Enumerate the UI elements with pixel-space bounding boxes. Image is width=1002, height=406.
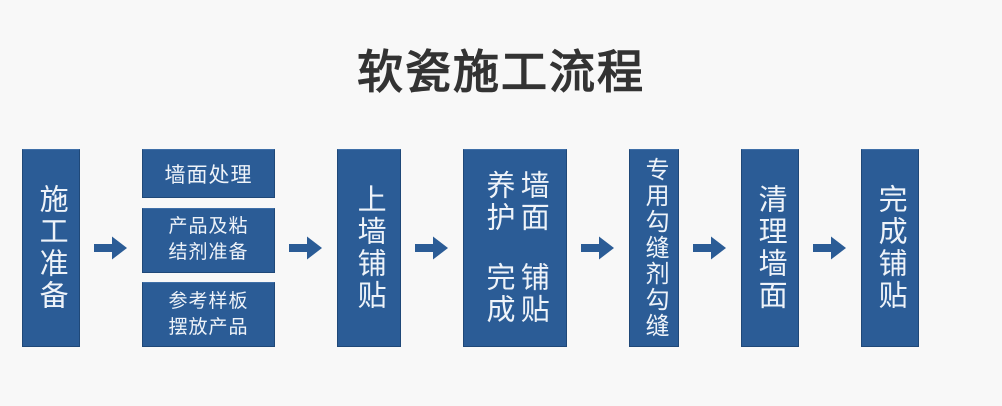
step-group-preparation-details: 墙面处理 产品及粘 结剂准备 参考样板 摆放产品	[142, 149, 275, 347]
arrow-right-icon-5	[689, 233, 731, 263]
sub-step-wall-surface-treatment[interactable]: 墙面处理	[142, 149, 275, 198]
sub-step-line-2: 结剂准备	[168, 242, 249, 263]
step-box-paving-finished[interactable]: 完成铺贴	[861, 149, 919, 347]
sub-step-line-1: 参考样板	[168, 290, 249, 312]
step-column-wall-curing: 墙面养护	[482, 170, 549, 234]
arrow-right-icon-6	[809, 233, 851, 263]
step-box-wall-application-paving[interactable]: 上墙铺贴	[337, 149, 401, 347]
process-flow: 施工准备 墙面处理 产品及粘 结剂准备 参考样板 摆放产品	[0, 148, 1002, 348]
arrow-right-icon-4	[577, 233, 619, 263]
step-box-clean-wall-surface[interactable]: 清理墙面	[741, 149, 799, 347]
step-box-construction-preparation[interactable]: 施工准备	[22, 149, 80, 347]
arrow-right-icon-2	[285, 233, 327, 263]
sub-step-line-2: 摆放产品	[168, 316, 249, 338]
sub-step-line-1: 产品及粘	[168, 216, 249, 238]
page-title: 软瓷施工流程	[357, 46, 645, 98]
arrow-right-icon-3	[411, 233, 453, 263]
arrow-right-icon-1	[90, 233, 132, 263]
step-column-paving-complete: 铺贴完成	[482, 262, 549, 326]
step-box-paving-complete-and-wall-curing[interactable]: 墙面养护 铺贴完成	[463, 149, 567, 347]
sub-step-reference-sample-placement[interactable]: 参考样板 摆放产品	[142, 282, 275, 347]
step-box-special-grout-jointing[interactable]: 专用勾缝剂勾缝	[629, 149, 679, 347]
sub-step-product-and-adhesive-preparation[interactable]: 产品及粘 结剂准备	[142, 207, 275, 273]
